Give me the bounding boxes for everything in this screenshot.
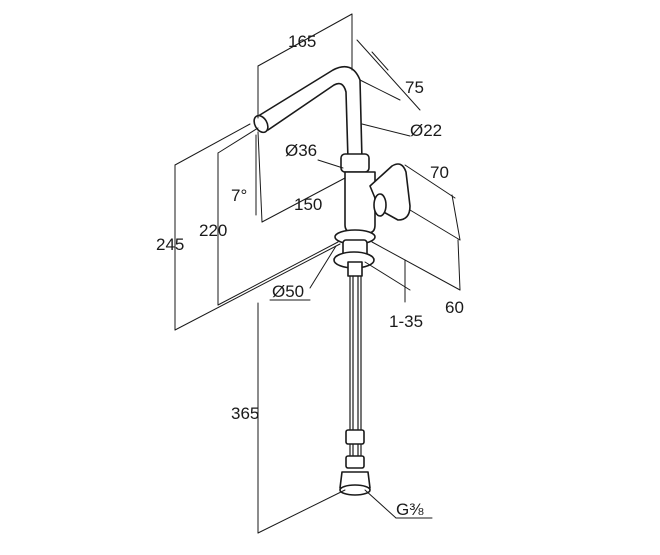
hose-ferrule [345, 429, 365, 445]
dim-thread-size: G⅜ [396, 500, 424, 519]
handle-hub [373, 193, 387, 217]
dim-spout-height-offset: 75 [405, 78, 424, 97]
dim-base-height: 60 [445, 298, 464, 317]
dim-handle-offset: 70 [430, 163, 449, 182]
mounting-shank [347, 261, 363, 277]
connector-end [339, 484, 371, 496]
hose-ferrule-lower [345, 455, 365, 469]
dim-base-diameter: Ø50 [272, 282, 304, 301]
dim-deck-thickness: 1-35 [389, 312, 423, 331]
dim-hose-length: 365 [231, 404, 259, 423]
faucet-outline [253, 65, 411, 496]
body-collar [340, 153, 370, 173]
dim-spout-length: 150 [294, 195, 322, 214]
faucet-body [344, 171, 376, 234]
connector-nut [339, 471, 371, 489]
dim-body-diameter: Ø36 [285, 141, 317, 160]
dim-spout-reach: 165 [288, 32, 316, 51]
dim-outlet-height: 220 [199, 221, 227, 240]
dimension-labels: 165 75 Ø22 Ø36 70 7° 150 220 245 Ø50 1-3… [156, 32, 464, 519]
dim-total-height: 245 [156, 235, 184, 254]
dim-tilt-angle: 7° [231, 186, 247, 205]
dim-spout-diameter: Ø22 [410, 121, 442, 140]
dimension-lines [174, 13, 461, 534]
